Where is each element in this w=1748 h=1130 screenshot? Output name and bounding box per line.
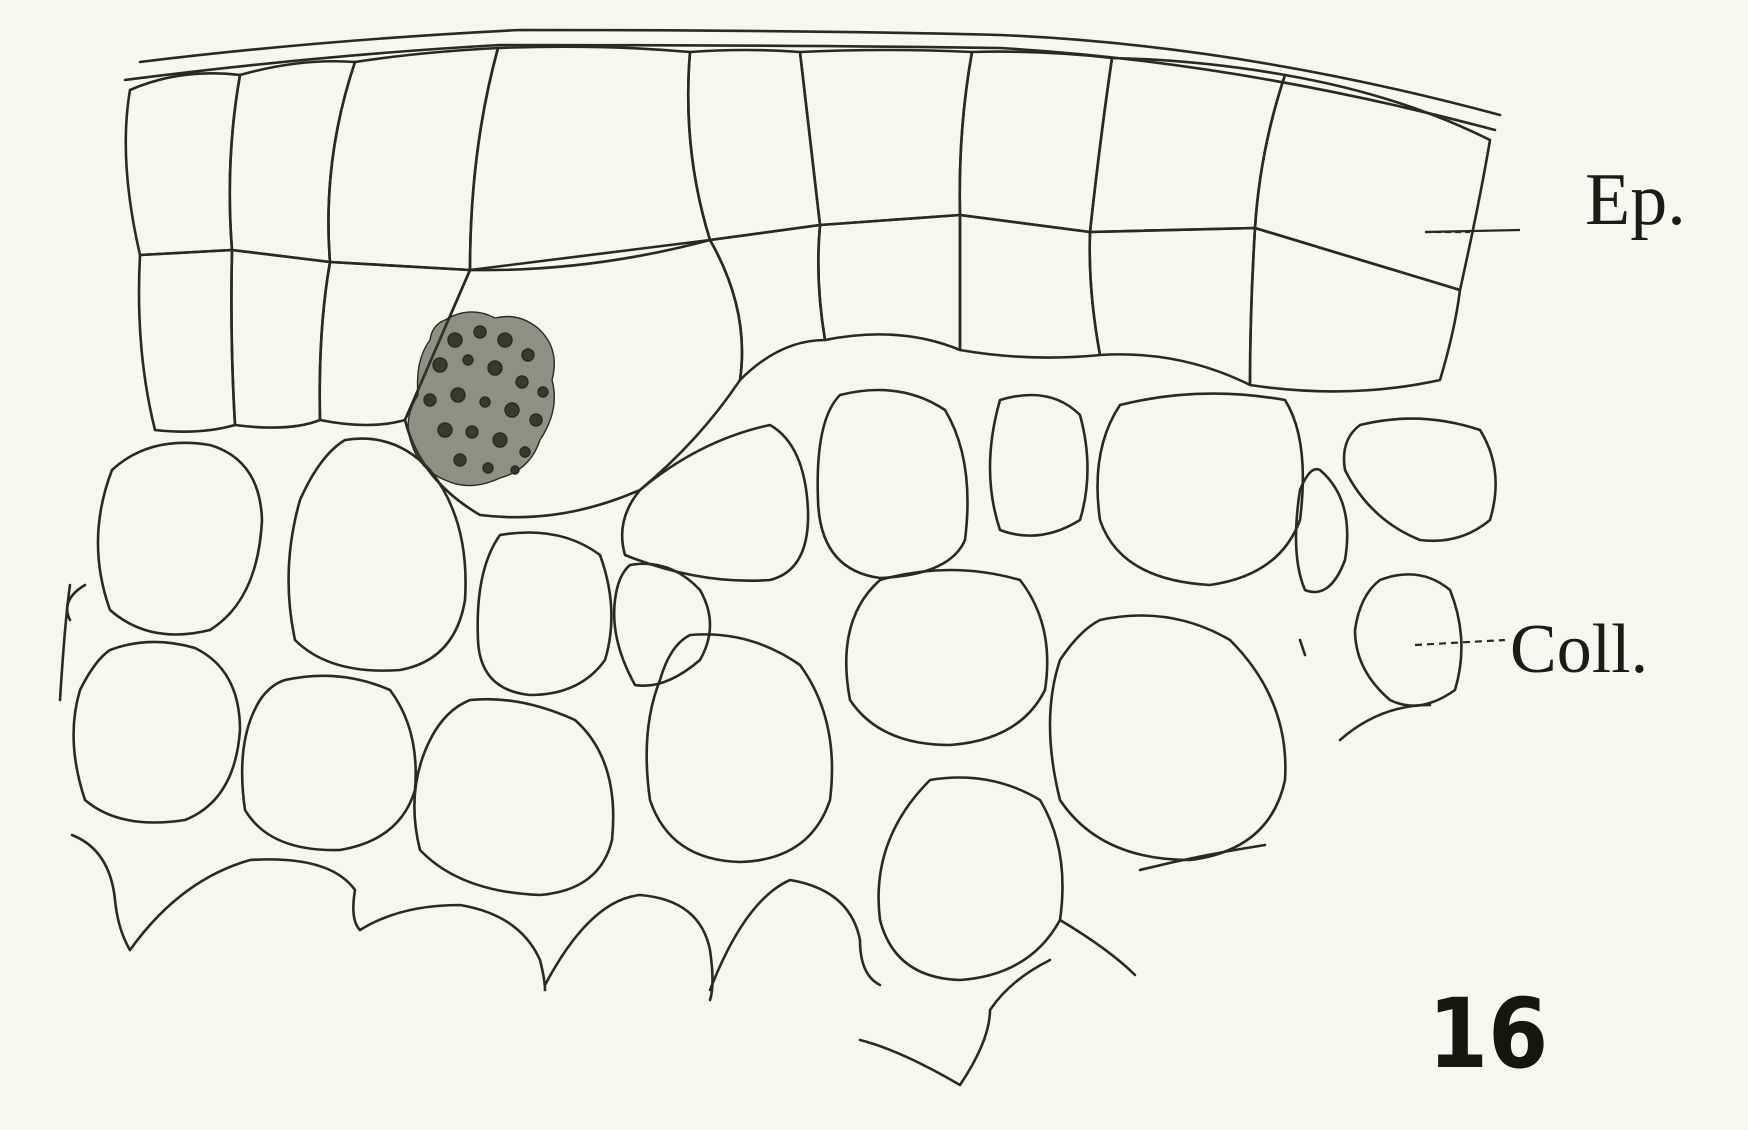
epidermis-cell <box>960 52 1112 232</box>
epidermis-cell <box>688 50 820 240</box>
collenchyma-cell <box>846 570 1047 745</box>
collenchyma-cell <box>1098 394 1303 585</box>
cell-wall-fragment <box>130 859 360 950</box>
cell-wall-fragment <box>1060 920 1135 975</box>
epidermis-cell <box>126 73 240 255</box>
epidermis-cell <box>328 48 498 270</box>
epidermis-cell <box>800 50 972 225</box>
crystal-druse <box>408 312 554 486</box>
collenchyma-cell <box>98 443 262 635</box>
epidermis-cell <box>470 47 710 270</box>
collenchyma-cell <box>242 676 416 850</box>
epidermis-label: Ep. <box>1585 158 1686 243</box>
collenchyma-cell <box>1050 616 1285 861</box>
cell-wall-fragment <box>1340 705 1430 740</box>
collenchyma-cell <box>879 778 1063 981</box>
cell-wall-fragment <box>1300 640 1305 655</box>
cell-wall-fragment <box>360 905 545 990</box>
cuticle-inner-line <box>125 45 1495 130</box>
collenchyma-cell <box>74 642 240 823</box>
collenchyma-cell <box>622 425 808 581</box>
epidermis-cell <box>1090 228 1255 385</box>
collenchyma-cell <box>990 395 1088 536</box>
collenchyma-cell <box>614 564 710 686</box>
epidermis-cell <box>960 215 1100 358</box>
collenchyma-cell <box>1344 419 1496 541</box>
cell-wall-fragment <box>545 895 713 1000</box>
collenchyma-cell <box>818 390 968 578</box>
cell-wall-fragment <box>72 835 130 950</box>
epidermis-cell <box>230 61 355 262</box>
epidermis-cell <box>710 225 825 380</box>
collenchyma-cell <box>478 533 612 696</box>
collenchyma-cell <box>1355 574 1461 705</box>
epidermis-cell <box>1255 75 1490 290</box>
epidermis-cell <box>818 215 960 350</box>
figure-number: 16 <box>1428 978 1548 1090</box>
epidermis-cell <box>231 250 330 428</box>
collenchyma-cell <box>647 634 832 862</box>
collenchyma-cell <box>414 699 613 895</box>
epidermis-cell <box>1250 228 1460 391</box>
cell-wall-fragment <box>710 880 880 990</box>
epidermis-cell <box>139 250 235 432</box>
collenchyma-label: Coll. <box>1510 610 1648 690</box>
